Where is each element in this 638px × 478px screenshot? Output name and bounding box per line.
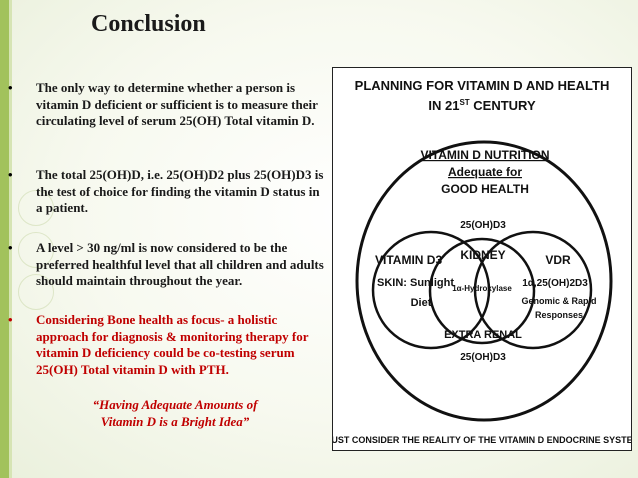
quote-line: “Having Adequate Amounts of [92,397,258,412]
center-circle [428,237,536,345]
center-enzyme-label: 1α-Hydroxylase [452,284,512,293]
bullet-item: • The only way to determine whether a pe… [8,80,328,130]
bullet-marker: • [8,167,13,182]
closing-quote: “Having Adequate Amounts of Vitamin D is… [60,396,290,430]
outer-label-3: GOOD HEALTH [441,182,529,196]
outer-circle [355,140,613,422]
quote-line: Vitamin D is a Bright Idea” [100,414,250,429]
decorative-circle [18,274,54,310]
outer-label-1: VITAMIN D NUTRITION [420,148,549,162]
bottom-metabolite: 25(OH)D3 [460,352,506,363]
diagram-title-line2: IN 21ST CENTURY [428,98,536,113]
bullet-text: The only way to determine whether a pers… [36,80,318,128]
bullet-text: The total 25(OH)D, i.e. 25(OH)D2 plus 25… [36,167,324,215]
bullet-text: A level > 30 ng/ml is now considered to … [36,240,324,288]
vitamin-d-diagram: PLANNING FOR VITAMIN D AND HEALTH IN 21S… [332,67,632,451]
bullet-marker: • [8,312,13,327]
bullet-item: • Considering Bone health as focus- a ho… [8,312,328,378]
diagram-svg: PLANNING FOR VITAMIN D AND HEALTH IN 21S… [333,78,631,445]
left-circle-label-3: Diet [411,297,432,309]
right-circle-label-2: 1α,25(OH)2D3 [522,278,588,289]
bullet-text: Considering Bone health as focus- a holi… [36,312,309,377]
right-circle [473,230,593,350]
decorative-circle [18,232,54,268]
bullet-item: • The total 25(OH)D, i.e. 25(OH)D2 plus … [8,167,328,217]
kidney-label: KIDNEY [460,248,505,262]
left-circle-label-2: SKIN: Sunlight [377,277,454,289]
right-circle-label-1: VDR [545,253,571,267]
diagram-footer: MUST CONSIDER THE REALITY OF THE VITAMIN… [333,435,631,445]
top-metabolite: 25(OH)D3 [460,220,506,231]
accent-bar [0,0,9,478]
left-circle-label-1: VITAMIN D3 [375,253,442,267]
diagram-title-line1: PLANNING FOR VITAMIN D AND HEALTH [355,78,610,93]
decorative-circle [18,190,54,226]
right-circle-label-3: Genomic & Rapid [521,296,596,306]
bullet-item: • A level > 30 ng/ml is now considered t… [8,240,328,290]
extra-renal-label: EXTRA RENAL [444,329,522,341]
outer-label-2: Adequate for [448,165,522,179]
bullet-marker: • [8,80,13,95]
right-circle-label-4: Responses [535,310,583,320]
left-circle [371,230,491,350]
slide-title: Conclusion [91,11,206,37]
bullet-marker: • [8,240,13,255]
accent-bar-shadow [9,0,12,478]
